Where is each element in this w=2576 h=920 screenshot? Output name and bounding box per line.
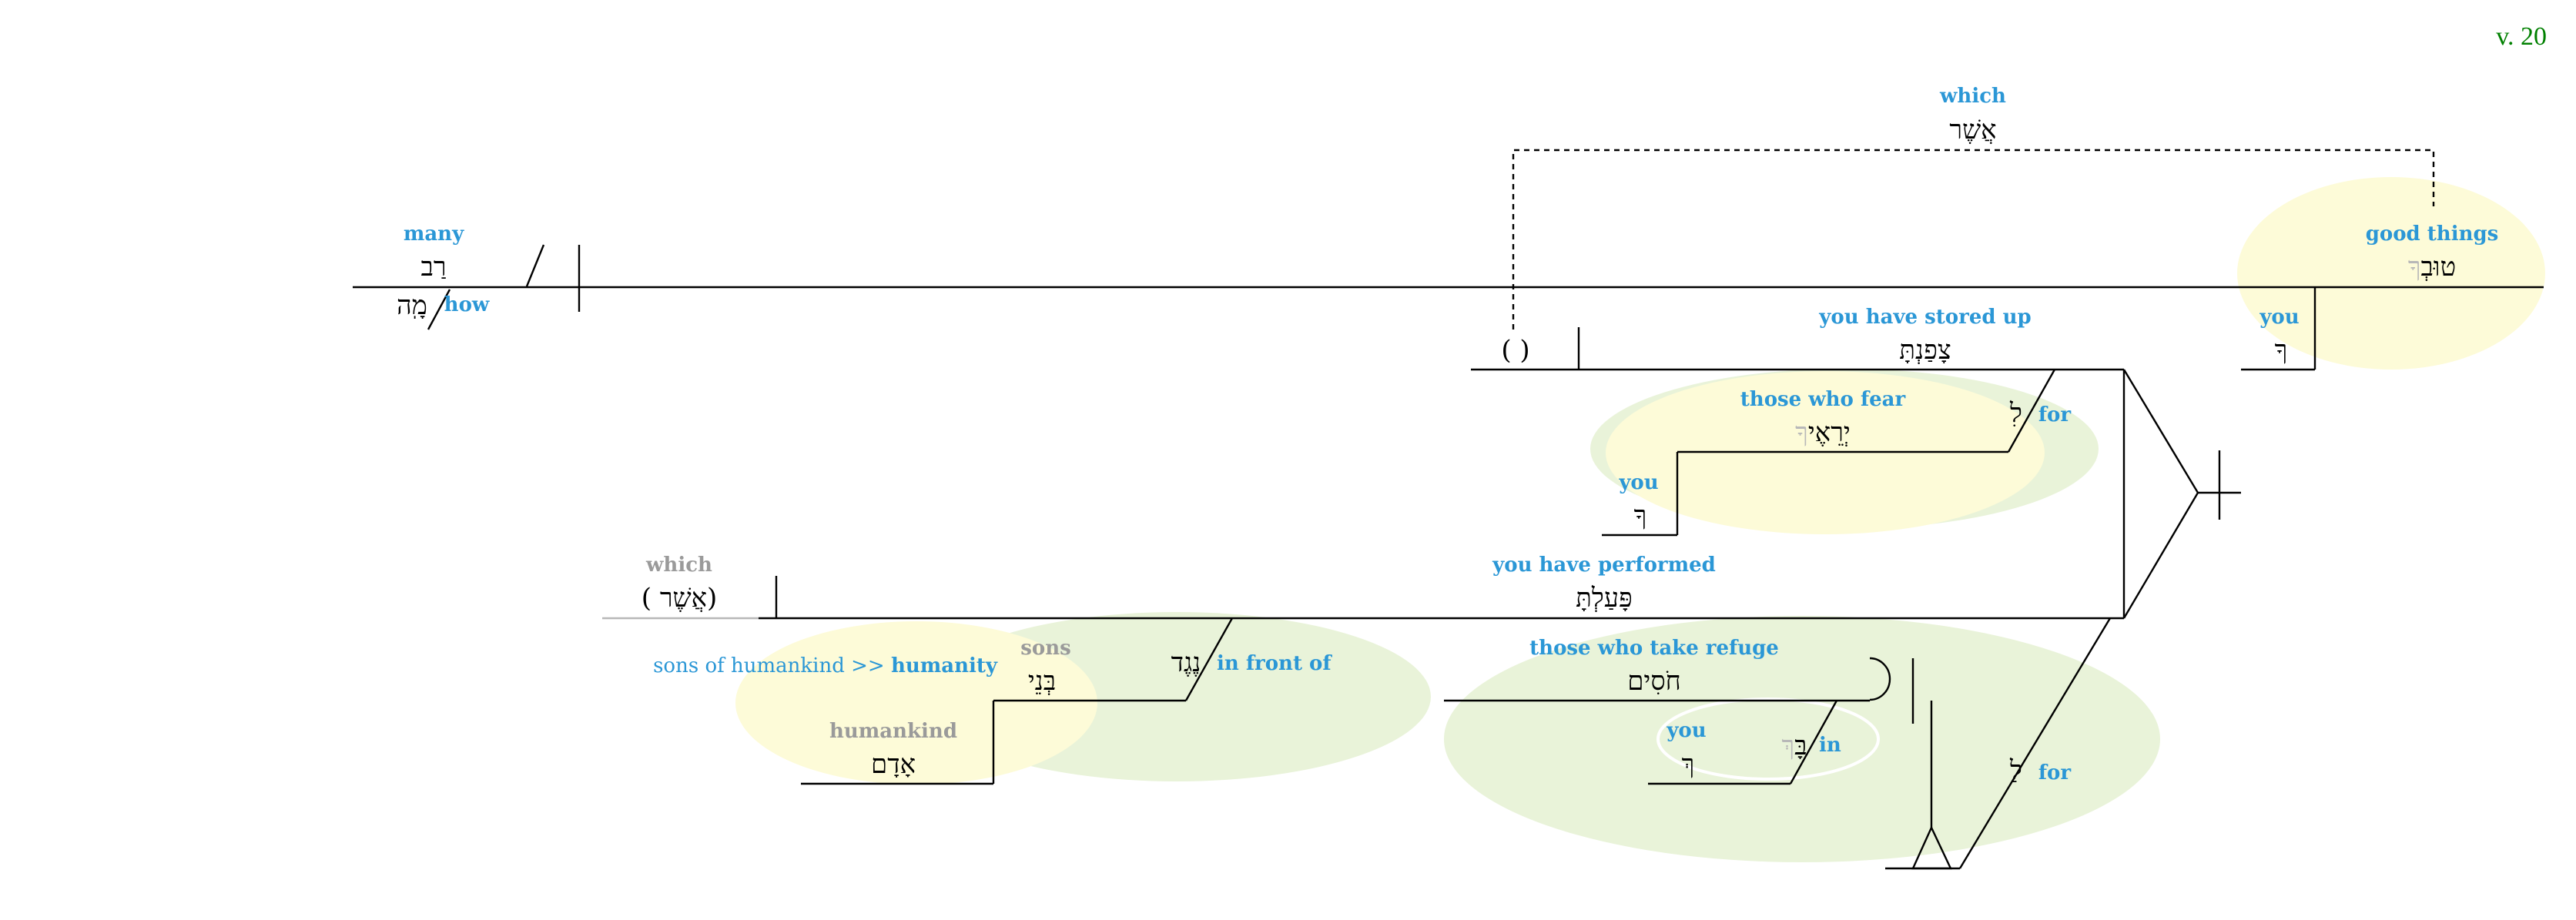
neged-slant <box>1184 617 1234 701</box>
hebrew-you-bach: ךְ <box>1682 749 1695 780</box>
hebrew-neged: נֶגֶד <box>1171 647 1201 678</box>
gloss-neged: in front of <box>1217 652 1332 675</box>
hebrew-bnei: בְּנֵי <box>1028 666 1056 697</box>
gloss-mah: how <box>444 293 490 316</box>
le2-slant <box>1958 617 2112 869</box>
hebrew-yereim: יְרֵאֶיךָ <box>1795 417 1851 448</box>
predicate-adjective-mark <box>525 244 545 287</box>
gloss-bnei-note: sons of humankind >> humanity <box>653 654 998 677</box>
hebrew-le-1: לִ <box>2009 398 2022 429</box>
hebrew-you-tuv: ךָ <box>2275 335 2288 366</box>
gloss-tsafanta: you have stored up <box>1818 306 2031 329</box>
ellipse-bach <box>1656 698 1880 781</box>
gloss-bnei: sons <box>1020 637 1071 660</box>
hebrew-asher-top: אֲשֶׁר <box>1949 115 1996 146</box>
le1-slant <box>2007 369 2056 453</box>
hebrew-asher-2: ( אֲשֶׁר) <box>641 583 718 614</box>
gloss-bach: in <box>1819 734 1841 757</box>
gloss-rav: many <box>404 222 464 246</box>
participle-curve <box>1869 657 1891 701</box>
verse-label: v. 20 <box>2496 22 2547 51</box>
hebrew-adam: אָדָם <box>871 749 916 780</box>
gloss-you-tuv: you <box>2259 306 2299 329</box>
hebrew-chosim: חֹסִים <box>1627 666 1681 697</box>
hebrew-empty-object: ( ) <box>1501 335 1529 366</box>
bach-slant <box>1789 700 1838 785</box>
conjunction-bracket <box>2122 369 2199 619</box>
hebrew-you-fear: ךָ <box>1634 500 1647 531</box>
gloss-le-2: for <box>2038 761 2072 785</box>
stand-base <box>1911 825 1952 870</box>
gloss-tuv: good things <box>2366 222 2499 246</box>
gloss-you-fear: you <box>1618 471 1658 494</box>
gloss-you-bach: you <box>1666 719 1706 742</box>
hebrew-tsafanta: צָפַנְתָּ <box>1899 335 1951 366</box>
hebrew-bach: בָּךְ <box>1781 731 1807 761</box>
gloss-paalta: you have performed <box>1492 554 1716 577</box>
hebrew-paalta: פָּעַלְתָּ <box>1576 583 1633 614</box>
ellipse-chosim-phrase <box>1444 616 2160 862</box>
ellipse-bnei <box>735 621 1097 785</box>
gloss-le-1: for <box>2038 403 2072 427</box>
hebrew-tuv: טוּבְךָ <box>2408 252 2456 283</box>
gloss-yereim: those who fear <box>1740 388 1906 411</box>
hebrew-mah: מָֽה <box>397 290 427 321</box>
gloss-adam: humankind <box>829 720 957 743</box>
gloss-asher-top: which <box>1939 85 2006 108</box>
gloss-asher-2: which <box>645 554 712 577</box>
hebrew-le-2: לַ <box>2009 755 2022 786</box>
hebrew-rav: רַב <box>420 252 446 283</box>
mah-modifier-slant <box>427 289 451 330</box>
gloss-chosim: those who take refuge <box>1529 637 1779 660</box>
